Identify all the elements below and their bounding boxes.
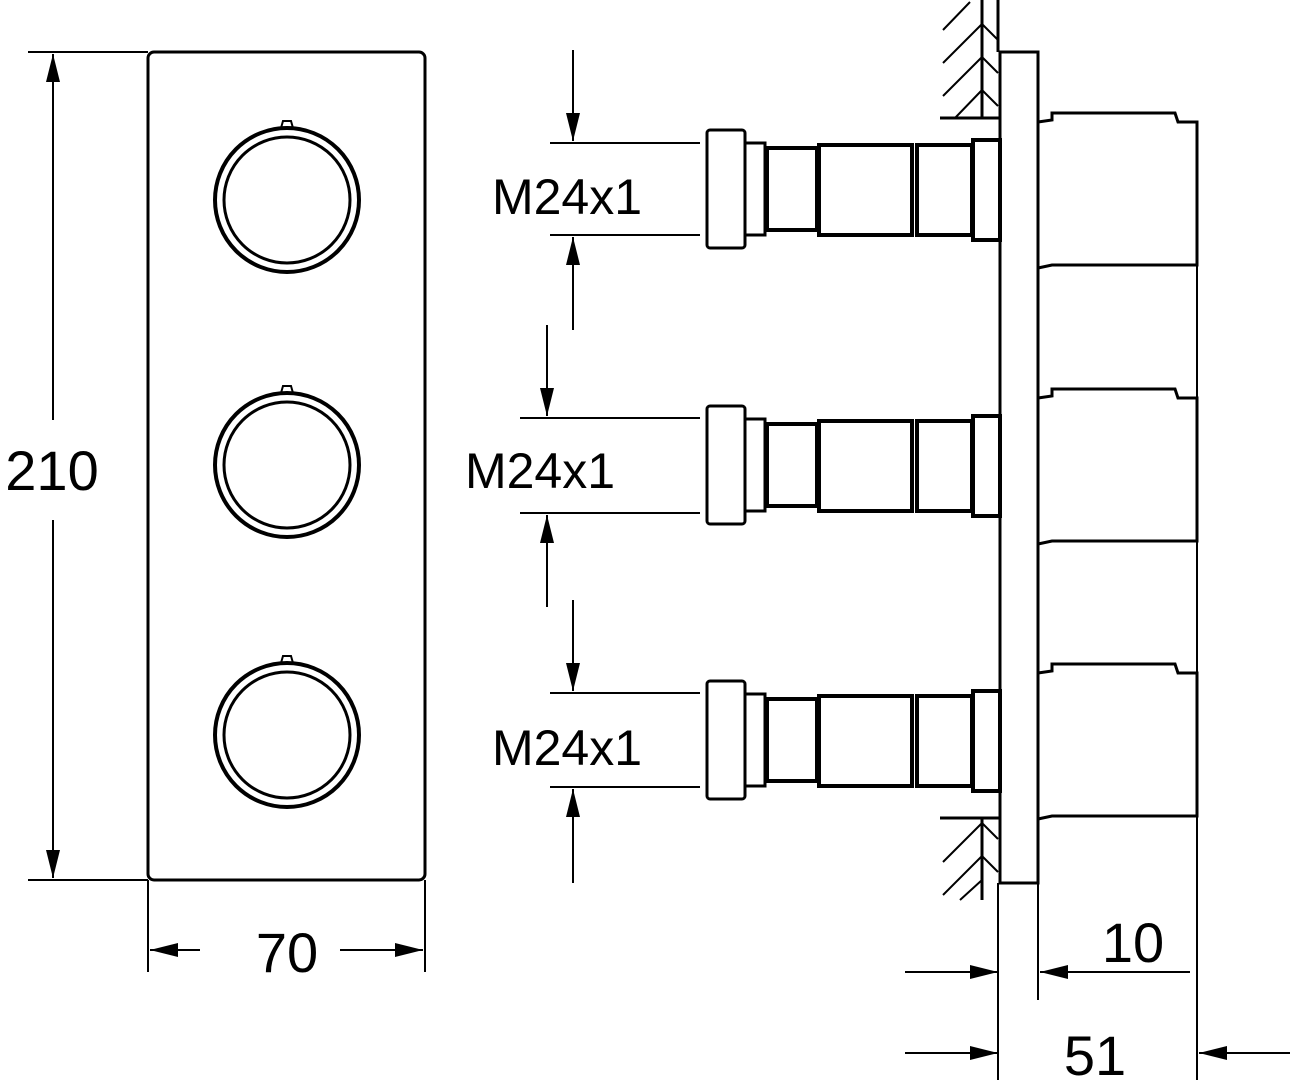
width-label: 70 (256, 921, 318, 984)
fitting-bottom (705, 662, 1199, 821)
knob-bottom (213, 655, 361, 809)
thread-dimension-bottom: M24x1 (492, 600, 700, 883)
height-label: 210 (5, 439, 98, 502)
plate-depth-label: 10 (1102, 911, 1164, 974)
knob-top (213, 120, 361, 274)
thread-label-bottom: M24x1 (492, 720, 642, 776)
fitting-middle (705, 387, 1199, 546)
total-depth-label: 51 (1064, 1024, 1126, 1080)
width-dimension: 70 (147, 880, 426, 984)
thread-label-middle: M24x1 (465, 443, 615, 499)
plate-depth-dimension: 10 (905, 883, 1190, 1000)
fitting-top (705, 111, 1199, 270)
wall-section (940, 0, 1000, 1080)
front-view (146, 50, 427, 882)
thread-dimension-middle: M24x1 (465, 325, 700, 607)
thread-dimension-top: M24x1 (492, 50, 700, 330)
thread-label-top: M24x1 (492, 169, 642, 225)
cover-plate (146, 50, 427, 882)
total-depth-dimension: 51 (905, 265, 1290, 1080)
side-plate (998, 50, 1040, 885)
knob-middle (213, 385, 361, 539)
height-dimension: 210 (5, 51, 148, 881)
